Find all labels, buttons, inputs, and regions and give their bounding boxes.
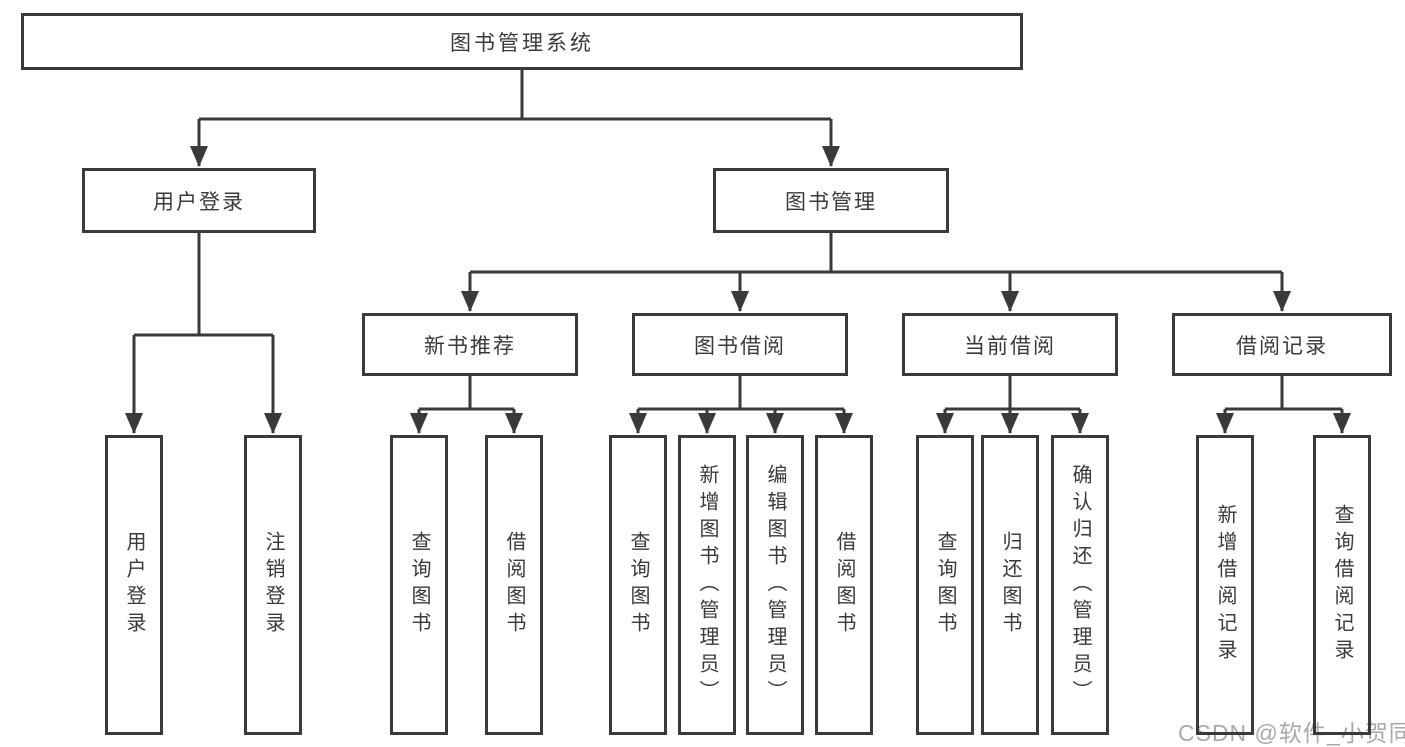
leaf-user-login: 用户登录 [105, 435, 163, 735]
node-label: 图书借阅 [694, 334, 786, 358]
connector-root-to-level2 [190, 70, 840, 167]
connector-book-management-children [461, 233, 1291, 312]
node-label: 用户登录 [153, 190, 245, 214]
node-borrowing-records: 借阅记录 [1172, 313, 1392, 376]
leaf-add-book-admin: 新增图书（管理员） [678, 435, 736, 735]
connector-book-borrow-children [629, 376, 853, 434]
node-label: 查询图书 [934, 531, 956, 639]
node-label: 借阅图书 [503, 531, 525, 639]
connector-current-borrow-children [936, 376, 1089, 434]
node-label: 确认归还（管理员） [1069, 463, 1091, 707]
leaf-query-books-borrow: 查询图书 [609, 435, 667, 735]
leaf-add-borrow-record: 新增借阅记录 [1196, 435, 1254, 735]
node-user-login: 用户登录 [82, 168, 316, 233]
leaf-edit-book-admin: 编辑图书（管理员） [746, 435, 804, 735]
leaf-query-books-recommend: 查询图书 [390, 435, 448, 735]
node-label: 查询借阅记录 [1331, 504, 1353, 666]
connector-user-login-children [125, 233, 282, 434]
node-label: 编辑图书（管理员） [764, 463, 786, 707]
csdn-watermark: CSDN @软件_小贺同学 [1178, 720, 1405, 746]
node-label: 图书管理系统 [450, 31, 594, 55]
connector-borrow-records-children [1216, 376, 1351, 434]
leaf-query-borrow-record: 查询借阅记录 [1313, 435, 1371, 735]
node-library-management-system: 图书管理系统 [21, 13, 1023, 70]
node-label: 借阅记录 [1236, 334, 1328, 358]
node-label: 新增借阅记录 [1214, 504, 1236, 666]
node-label: 图书管理 [785, 190, 877, 214]
connector-new-book-children [410, 376, 523, 434]
leaf-confirm-return-admin: 确认归还（管理员） [1051, 435, 1109, 735]
node-label: 借阅图书 [833, 531, 855, 639]
node-label: 查询图书 [627, 531, 649, 639]
node-label: 新书推荐 [424, 334, 516, 358]
node-label: 归还图书 [999, 531, 1021, 639]
leaf-borrow-books-recommend: 借阅图书 [485, 435, 543, 735]
leaf-query-books-current: 查询图书 [916, 435, 974, 735]
node-book-borrowing: 图书借阅 [632, 313, 848, 376]
node-label: 新增图书（管理员） [696, 463, 718, 707]
node-label: 当前借阅 [964, 334, 1056, 358]
node-new-book-recommendation: 新书推荐 [362, 313, 578, 376]
leaf-return-book: 归还图书 [981, 435, 1039, 735]
leaf-logout: 注销登录 [244, 435, 302, 735]
node-current-borrowing: 当前借阅 [902, 313, 1118, 376]
node-label: 查询图书 [408, 531, 430, 639]
node-book-management: 图书管理 [713, 168, 949, 233]
node-label: 用户登录 [123, 531, 145, 639]
leaf-borrow-books: 借阅图书 [815, 435, 873, 735]
node-label: 注销登录 [262, 531, 284, 639]
